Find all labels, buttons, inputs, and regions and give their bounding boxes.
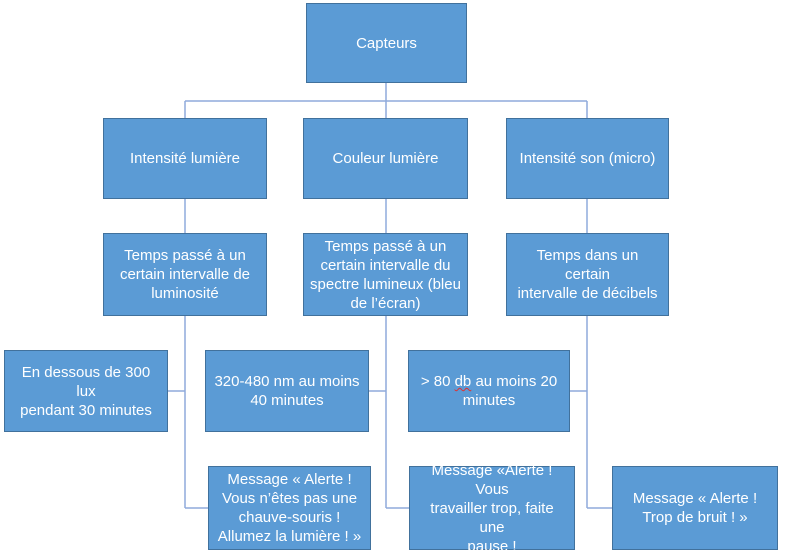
root-node: Capteurs [306, 3, 467, 83]
category-node-light-color: Couleur lumière [303, 118, 468, 199]
message-node-sound-intensity: Message « Alerte ! Trop de bruit ! » [612, 466, 778, 550]
connector-root [184, 83, 588, 118]
threshold-label: > 80 db au moins 20 minutes [421, 372, 557, 410]
message-label: Message « Alerte ! Trop de bruit ! » [632, 490, 758, 526]
threshold-suffix: au moins 20 minutes [462, 373, 558, 409]
measure-label: Temps dans un certain intervalle de déci… [517, 247, 658, 302]
threshold-label: 320-480 nm au moins 40 minutes [214, 373, 360, 409]
category-node-light-intensity: Intensité lumière [103, 118, 267, 199]
category-label: Couleur lumière [332, 150, 439, 167]
root-label: Capteurs [356, 34, 417, 52]
category-label: Intensité son (micro) [519, 150, 656, 167]
message-node-light-intensity: Message « Alerte ! Vous n’êtes pas une c… [208, 466, 371, 550]
threshold-prefix: > 80 [420, 373, 455, 390]
threshold-label: En dessous de 300 lux pendant 30 minutes [20, 363, 152, 419]
measure-node-light-color: Temps passé à un certain intervalle du s… [303, 233, 468, 316]
message-label: Message « Alerte ! Vous n’êtes pas une c… [217, 471, 362, 545]
measure-node-sound-intensity: Temps dans un certain intervalle de déci… [506, 233, 669, 316]
measure-label: Temps passé à un certain intervalle de l… [119, 247, 251, 302]
measure-node-light-intensity: Temps passé à un certain intervalle de l… [103, 233, 267, 316]
threshold-node-light-intensity: En dessous de 300 lux pendant 30 minutes [4, 350, 168, 432]
connector-col1-leaves [168, 316, 208, 509]
message-node-light-color: Message «Alerte ! Vous travailler trop, … [409, 462, 575, 555]
connector-col2-leaves [369, 316, 409, 509]
measure-label: Temps passé à un certain intervalle du s… [310, 237, 461, 312]
message-label: Message «Alerte ! Vous travailler trop, … [430, 461, 554, 555]
category-node-sound-intensity: Intensité son (micro) [506, 118, 669, 199]
threshold-node-light-color: 320-480 nm au moins 40 minutes [205, 350, 369, 432]
threshold-node-sound-intensity: > 80 db au moins 20 minutes [408, 350, 570, 432]
category-label: Intensité lumière [129, 150, 241, 167]
misspelled-word: db [454, 373, 472, 390]
connector-col3-leaves [570, 316, 612, 509]
